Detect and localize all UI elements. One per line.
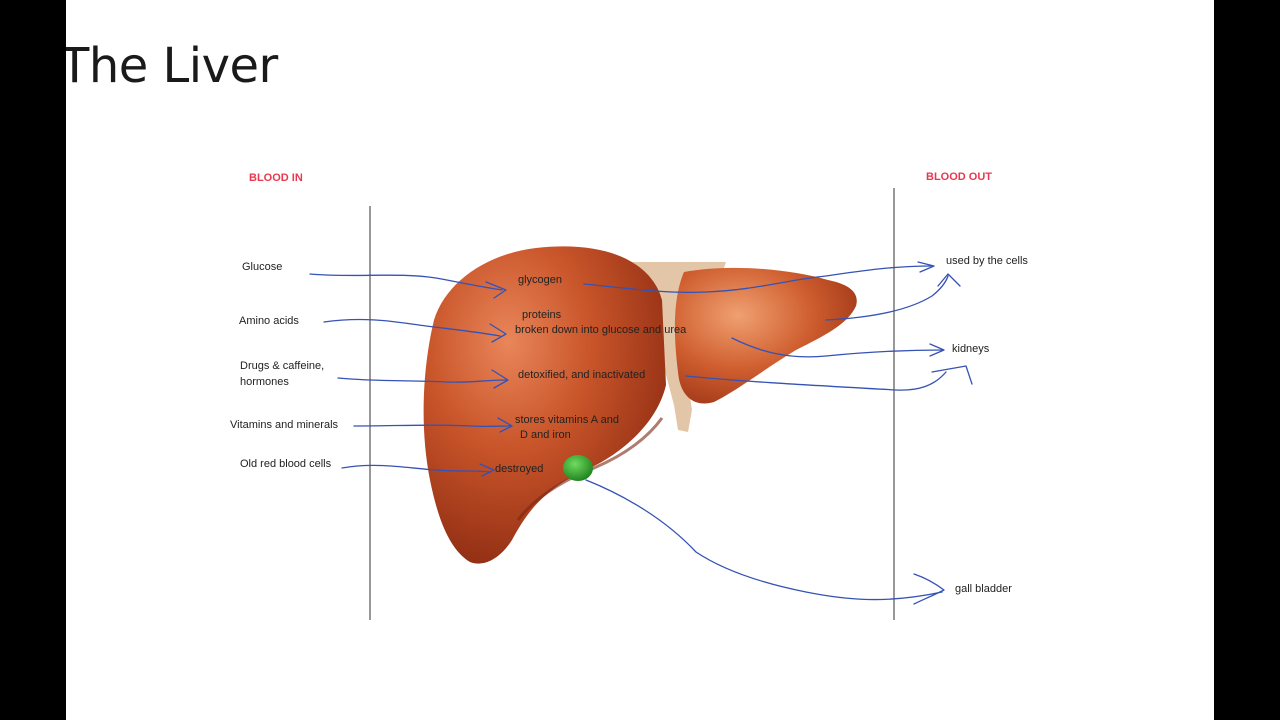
- arrowhead-amino: [489, 323, 507, 343]
- arrow-glucose: [309, 273, 503, 291]
- blood-in-header: BLOOD IN: [249, 172, 303, 184]
- arrowhead-to-gall-bladder: [913, 573, 945, 605]
- note-broken-down: broken down into glucose and urea: [515, 324, 687, 336]
- liver-diagram: [309, 188, 973, 620]
- label-drugs: Drugs & caffeine,: [240, 360, 325, 372]
- note-stores-2: D and iron: [520, 429, 571, 441]
- note-proteins: proteins: [522, 309, 562, 321]
- note-detoxified: detoxified, and inactivated: [518, 369, 646, 381]
- note-destroyed: destroyed: [495, 463, 544, 475]
- label-old-cells: Old red blood cells: [240, 458, 332, 470]
- arrow-vitamins: [353, 424, 511, 428]
- arrow-to-cells-2: [825, 275, 949, 321]
- label-kidneys: kidneys: [952, 343, 990, 355]
- arrowhead-to-kidneys-2: [931, 365, 973, 385]
- arrowhead-glucose: [485, 281, 507, 299]
- arrow-to-cells: [583, 265, 933, 294]
- gall-bladder-organ: [563, 455, 593, 481]
- slide-title: The Liver: [66, 38, 278, 94]
- label-gall-bladder: gall bladder: [955, 583, 1012, 595]
- arrowhead-drugs: [491, 369, 509, 389]
- arrowhead-to-kidneys: [929, 343, 945, 357]
- arrowhead-vitamins: [497, 417, 513, 433]
- note-glycogen: glycogen: [518, 274, 563, 286]
- arrow-drugs: [337, 377, 507, 383]
- arrow-old-cells: [341, 464, 491, 473]
- note-stores-1: stores vitamins A and: [515, 414, 619, 426]
- label-used-by-cells: used by the cells: [946, 255, 1028, 267]
- arrow-to-kidneys-2: [685, 371, 947, 391]
- label-hormones: hormones: [240, 376, 289, 388]
- arrowhead-old-cells: [479, 463, 495, 477]
- label-glucose: Glucose: [242, 261, 283, 273]
- arrow-to-gall-bladder: [585, 479, 943, 601]
- liver-right-lobe-edge: [516, 417, 664, 521]
- arrowhead-to-cells: [917, 261, 935, 273]
- liver-right-lobe: [423, 246, 666, 564]
- arrow-to-kidneys: [731, 337, 943, 358]
- blood-out-header: BLOOD OUT: [926, 171, 992, 183]
- arrowhead-to-cells-2: [937, 273, 961, 287]
- liver-left-lobe: [674, 267, 857, 404]
- label-vitamins: Vitamins and minerals: [230, 419, 339, 431]
- label-amino-acids: Amino acids: [239, 315, 299, 327]
- arrow-amino: [323, 318, 501, 337]
- slide: The Liver: [66, 0, 1214, 720]
